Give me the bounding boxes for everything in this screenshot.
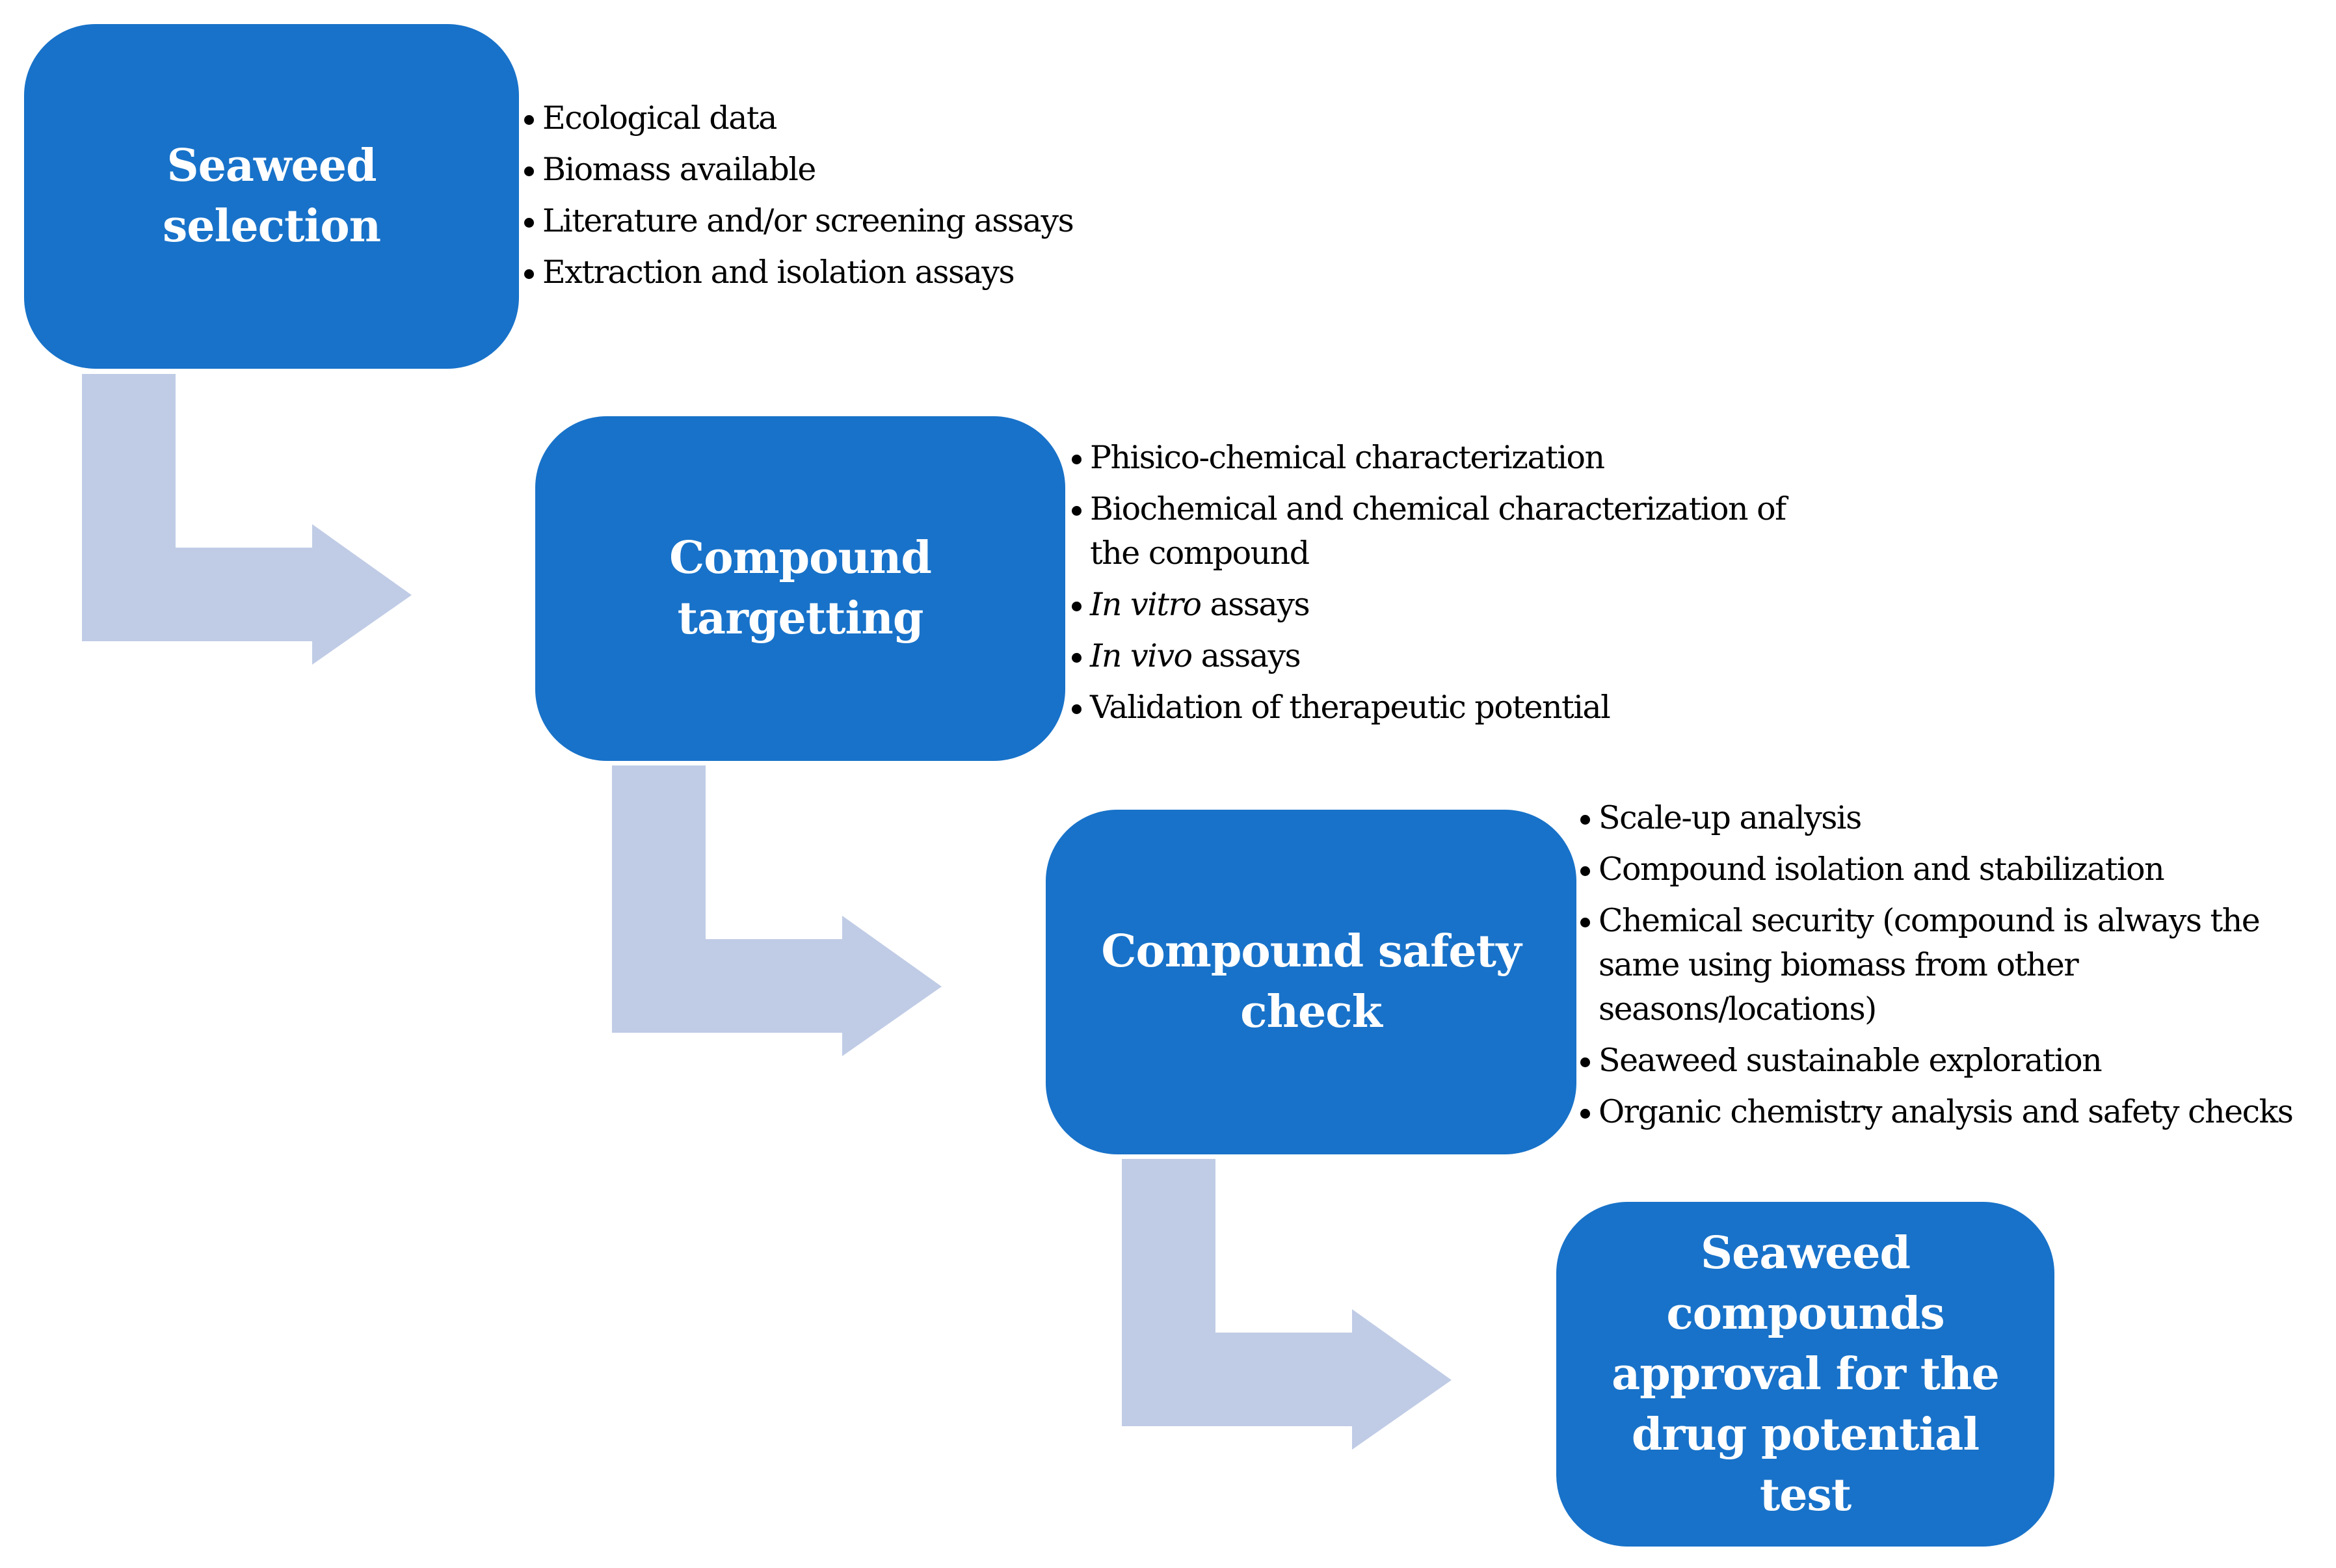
bullet-item: Validation of therapeutic potential: [1072, 685, 1839, 730]
step-title: Seaweed selection: [162, 140, 381, 252]
bullet-item: Phisico-chemical characterization: [1072, 436, 1839, 480]
step-title: Seaweed compounds approval for the drug …: [1612, 1227, 2000, 1521]
bullet-item: In vivo assays: [1072, 634, 1839, 678]
arrow-step3-to-step4: [1122, 1159, 1452, 1450]
bullet-item: Biochemical and chemical characterizatio…: [1072, 487, 1839, 576]
bullet-item: Extraction and isolation assays: [524, 250, 1175, 295]
bullet-item: Organic chemistry analysis and safety ch…: [1580, 1090, 2328, 1134]
step-title: Compound targetting: [669, 532, 932, 644]
bullet-item: Compound isolation and stabilization: [1580, 847, 2328, 892]
step-title: Compound safety check: [1101, 925, 1521, 1038]
bullet-item: Chemical security (compound is always th…: [1580, 899, 2328, 1031]
arrow-step1-to-step2: [82, 374, 412, 665]
step-box-approval: Seaweed compounds approval for the drug …: [1556, 1202, 2054, 1547]
bullet-item: Scale-up analysis: [1580, 796, 2328, 840]
bullet-item: Ecological data: [524, 96, 1175, 140]
step-box-seaweed-selection: Seaweed selection: [24, 24, 519, 369]
bullet-item: Seaweed sustainable exploration: [1580, 1039, 2328, 1083]
step-box-compound-safety-check: Compound safety check: [1046, 810, 1576, 1154]
bullet-item: Literature and/or screening assays: [524, 199, 1175, 243]
bullet-item: Biomass available: [524, 148, 1175, 192]
step-3-bullet-list: Scale-up analysis Compound isolation and…: [1580, 796, 2328, 1141]
step-box-compound-targetting: Compound targetting: [535, 416, 1065, 761]
bullet-item: In vitro assays: [1072, 583, 1839, 627]
step-1-bullet-list: Ecological data Biomass available Litera…: [524, 96, 1175, 302]
step-2-bullet-list: Phisico-chemical characterization Bioche…: [1072, 436, 1839, 737]
arrow-step2-to-step3: [612, 765, 942, 1056]
